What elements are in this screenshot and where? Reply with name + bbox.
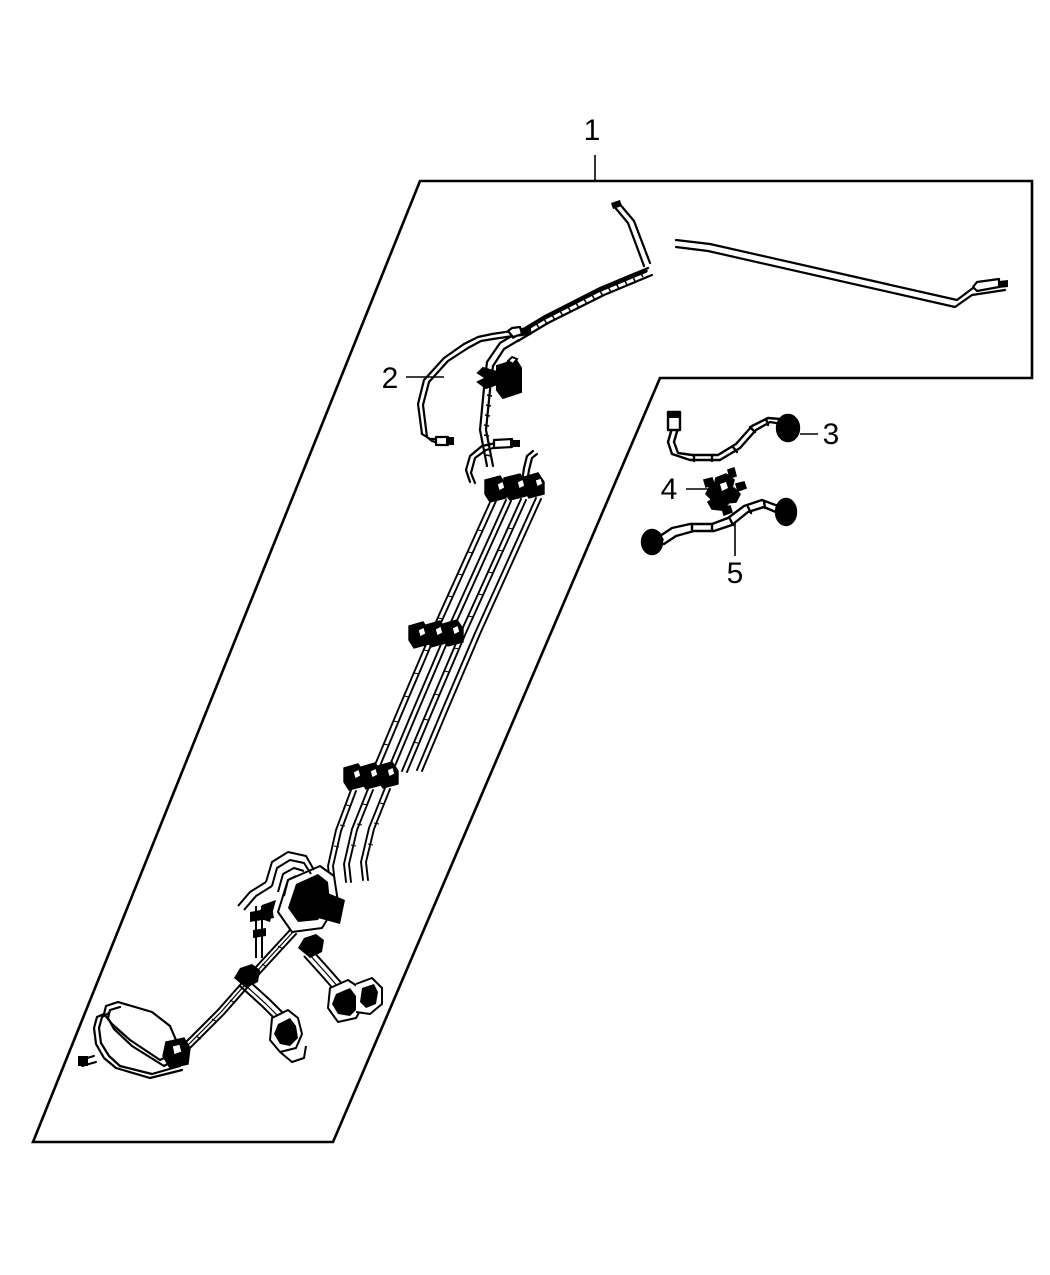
assembly-boundary-outline <box>31 179 1034 1144</box>
rear-loop-clamp <box>162 1037 191 1069</box>
callout-label-2: 2 <box>382 362 399 395</box>
fuel-line-branch-stub <box>611 200 652 268</box>
quick-connect-fitting-b <box>298 934 383 1023</box>
callout-label-1: 1 <box>584 114 601 147</box>
manifold-pin-stem <box>250 906 274 958</box>
secondary-short-tube <box>464 437 520 485</box>
return-fuel-tube <box>416 325 531 447</box>
quick-connect-fitting-a <box>234 964 307 1063</box>
callout-label-5: 5 <box>727 557 744 590</box>
lower-vapor-hose <box>640 497 798 556</box>
main-line-mounting-bracket <box>476 355 522 400</box>
callout-label-3: 3 <box>823 418 840 451</box>
parallel-bundle-shading <box>382 527 514 746</box>
bundle-clip-middle <box>408 619 464 649</box>
fuel-manifold-bracket-assembly <box>237 851 345 933</box>
bundle-clip-upper <box>484 472 545 503</box>
bundle-lower-continuation <box>327 787 391 885</box>
main-line-bundle-diagonal <box>478 266 654 468</box>
main-fuel-line-upper-run <box>674 238 1008 309</box>
callout-label-4: 4 <box>661 473 678 506</box>
hose-retaining-clip <box>703 466 748 517</box>
rear-return-loop-tube <box>92 1000 184 1080</box>
rear-tube-shading <box>195 945 284 1040</box>
upper-vapor-hose <box>666 410 801 463</box>
bundle-clip-lower <box>343 761 399 791</box>
rear-stub-tube <box>78 1055 97 1067</box>
bundle-lower-shading <box>333 802 386 848</box>
